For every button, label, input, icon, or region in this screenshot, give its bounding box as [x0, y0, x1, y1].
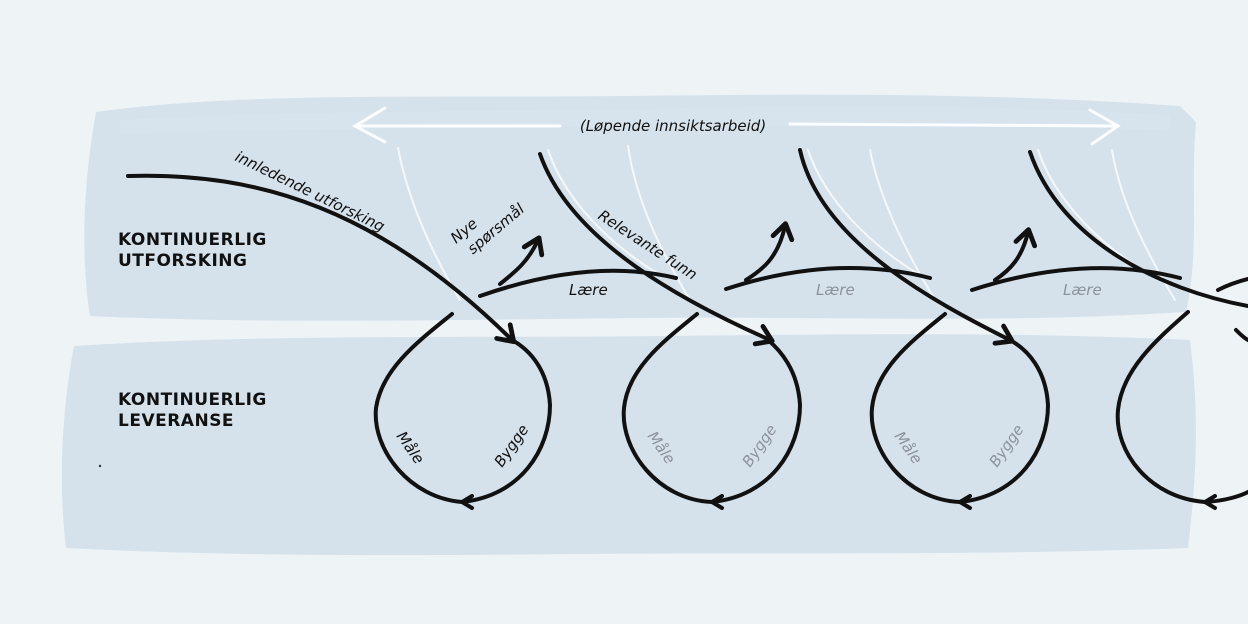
initial-exploration-arrow: [126, 173, 517, 345]
insight-label: (Løpende innsiktsarbeid): [580, 117, 766, 135]
background-bands: [61, 94, 1197, 556]
learn-label-2: Lære: [816, 281, 855, 299]
relevant-findings-arrow-2: [798, 148, 1015, 346]
learn-label-1: Lære: [569, 281, 608, 299]
insight-arrow: [351, 106, 1121, 146]
exploration-band: [84, 94, 1197, 321]
relevant-findings-arrow-1: [538, 152, 775, 347]
learn-label-3: Lære: [1063, 281, 1102, 299]
row-label-exploration: KONTINUERLIG UTFORSKING: [118, 230, 273, 271]
loop-4: [1115, 277, 1248, 510]
new-questions-arrow-1: [498, 235, 545, 286]
loop-1: [373, 152, 775, 510]
row-label-delivery: KONTINUERLIG LEVERANSE: [118, 390, 273, 431]
learn-curve-2: [724, 266, 932, 291]
learn-curve-3: [970, 266, 1182, 292]
stray-mark: [98, 464, 102, 468]
relevant-findings-arrow-3: [1028, 150, 1248, 308]
row-label-exploration-line2: UTFORSKING: [118, 251, 247, 271]
row-label-delivery-line1: KONTINUERLIG: [118, 390, 267, 410]
row-label-delivery-line2: LEVERANSE: [118, 411, 234, 431]
new-questions-arrow-2: [744, 221, 795, 282]
new-questions-arrow-3: [993, 227, 1038, 282]
learn-curve-1: [478, 268, 678, 298]
loop-2: [621, 148, 1015, 510]
row-label-exploration-line1: KONTINUERLIG: [118, 230, 267, 250]
loop-3: [869, 150, 1248, 510]
